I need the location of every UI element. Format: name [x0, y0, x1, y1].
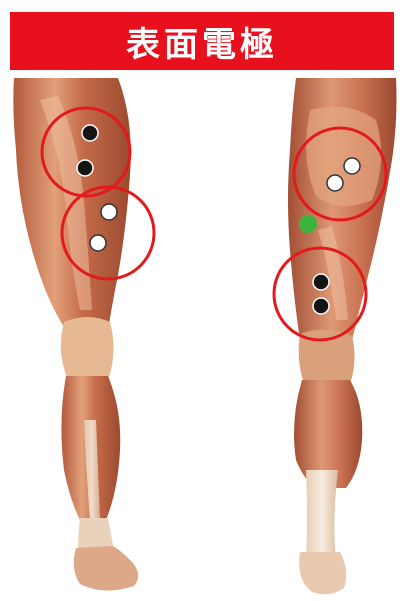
left-knee — [61, 317, 114, 386]
white-electrode — [101, 204, 117, 220]
white-electrode — [327, 175, 343, 191]
right-gluteal-bulge — [306, 107, 381, 206]
left-leg-front-view — [13, 78, 138, 591]
black-electrode — [313, 274, 329, 290]
right-achilles-tendon — [306, 470, 338, 560]
right-heel — [299, 552, 346, 594]
white-electrode — [344, 158, 360, 174]
black-electrode — [77, 160, 93, 176]
black-electrode — [82, 125, 98, 141]
green-ground-electrode — [299, 215, 317, 233]
page-title: 表面電極 — [10, 12, 394, 70]
black-electrode — [313, 298, 329, 314]
white-electrode — [90, 235, 106, 251]
left-foot — [74, 546, 138, 591]
